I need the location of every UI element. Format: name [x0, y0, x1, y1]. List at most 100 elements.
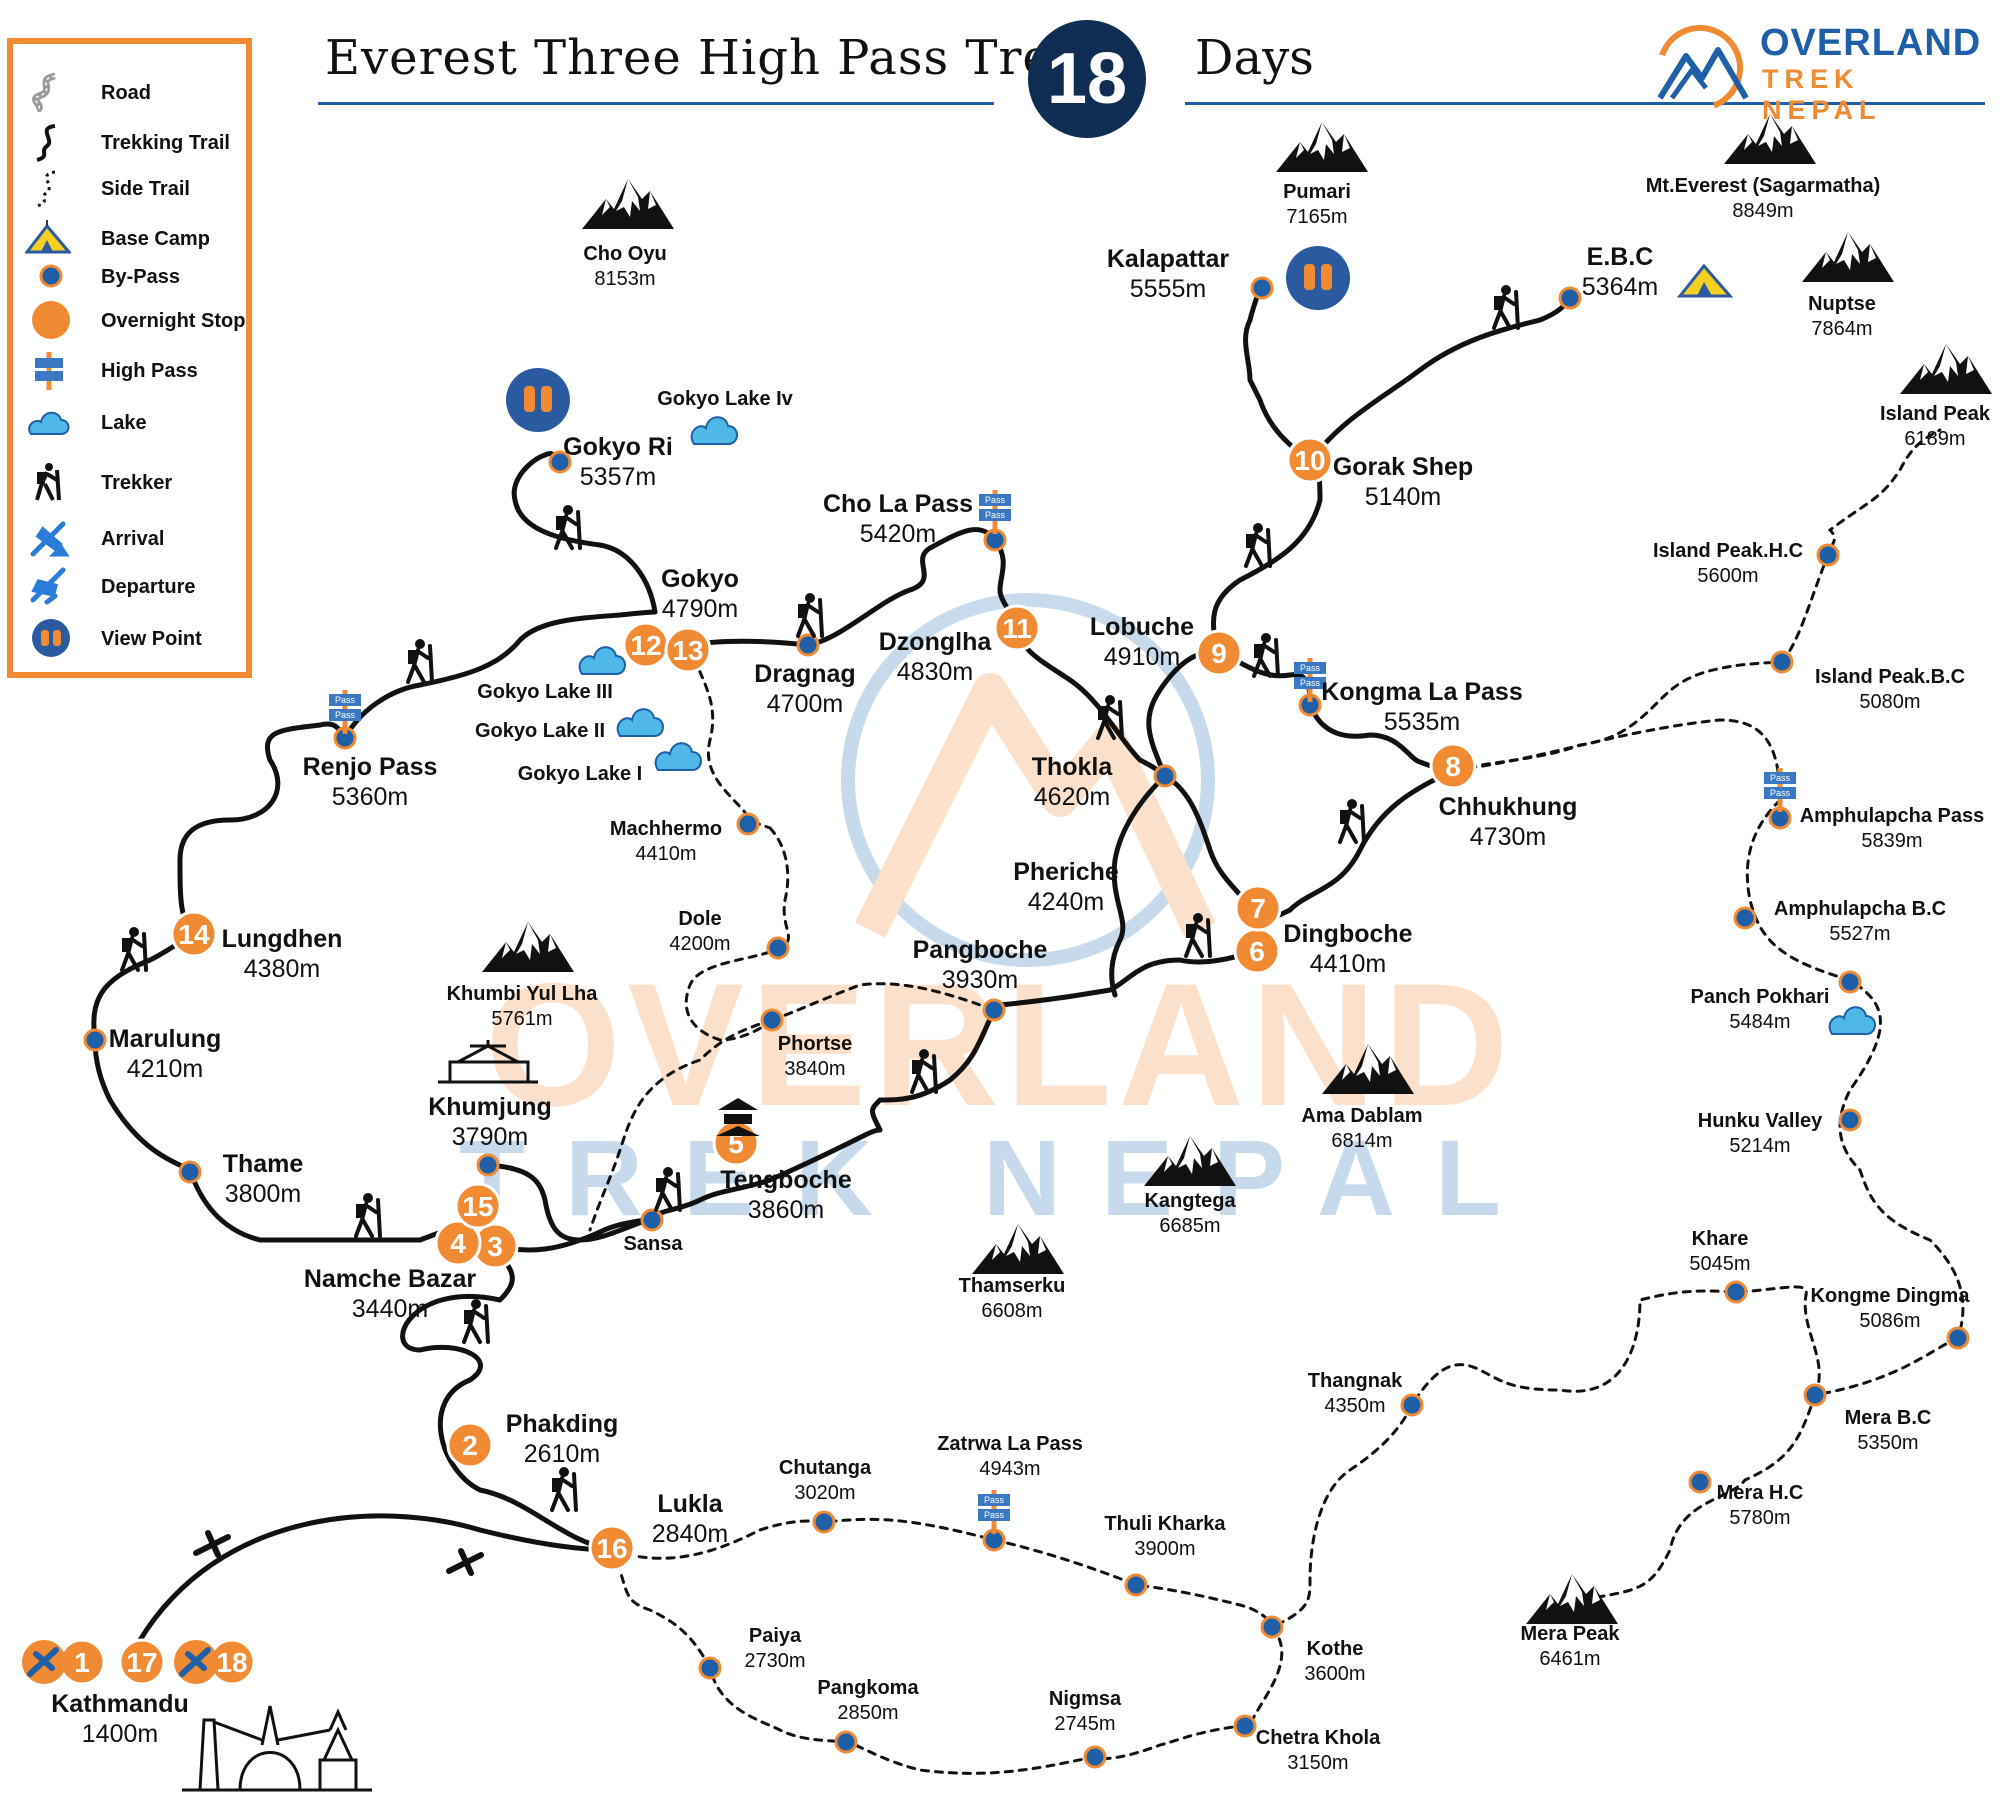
place-altitude: 5357m	[580, 463, 656, 491]
place-name: Thokla	[1032, 753, 1114, 781]
place-altitude: 5080m	[1859, 691, 1920, 713]
trekker-icon	[406, 639, 434, 684]
overnight-stop-day: 3	[487, 1231, 503, 1262]
pass-sign-label: Pass	[1300, 663, 1321, 673]
overnight-stop: 1	[58, 1638, 106, 1686]
legend-label: Trekker	[101, 472, 173, 494]
legend-item: Overnight Stop	[13, 300, 248, 340]
place-name: Namche Bazar	[304, 1265, 477, 1293]
days-underline	[1185, 102, 1985, 105]
place-altitude: 4380m	[244, 955, 320, 983]
departure-plane-icon	[30, 567, 66, 605]
mountain-peak-icon	[582, 179, 674, 229]
by-pass-dot-icon	[640, 1208, 664, 1232]
by-pass-dot-icon	[83, 1028, 107, 1052]
place-name: Gokyo Lake Iv	[657, 388, 793, 410]
place-altitude: 5350m	[1857, 1432, 1918, 1454]
trekker-icon	[1244, 523, 1272, 568]
by-pass-dot-icon	[1250, 276, 1274, 300]
overnight-stop-day: 9	[1211, 638, 1227, 669]
flight-plane-icon	[193, 1530, 231, 1558]
overnight-stop: 12	[622, 621, 670, 669]
place-altitude: 4790m	[662, 595, 738, 623]
place-altitude: 2610m	[524, 1440, 600, 1468]
overnight-stop: 16	[588, 1524, 636, 1572]
place-altitude: 6189m	[1904, 428, 1965, 450]
place-name: Chutanga	[779, 1457, 872, 1479]
place-name: Pangkoma	[817, 1677, 919, 1699]
pass-sign-label: Pass	[984, 1495, 1005, 1505]
legend-item: Base Camp	[13, 218, 248, 258]
labels: Kathmandu1400mLukla2840mPhakding2610mNam…	[51, 175, 1991, 1774]
place-altitude: 4410m	[1310, 950, 1386, 978]
base-camp-tent-icon	[25, 220, 71, 254]
overnight-stop: 14	[170, 910, 218, 958]
departure-plane-icon	[174, 1640, 218, 1684]
place-altitude: 3840m	[784, 1058, 845, 1080]
place-label: Gokyo Lake II	[475, 720, 605, 742]
side-trail-phortse-pangboche	[770, 982, 996, 1022]
place-name: Phortse	[778, 1033, 852, 1055]
legend-label: By-Pass	[101, 266, 180, 288]
flight-route	[137, 1513, 615, 1643]
place-altitude: 4410m	[635, 843, 696, 865]
trekker-icon	[554, 505, 582, 550]
place-altitude: 3600m	[1304, 1663, 1365, 1685]
place-altitude: 5761m	[491, 1008, 552, 1030]
overnight-stop-day: 18	[216, 1647, 247, 1678]
place-name: Lungdhen	[222, 925, 343, 953]
legend: Road Trekking Trail Side Trail Base Camp…	[7, 38, 252, 678]
by-pass-dot-icon	[760, 1008, 784, 1032]
legend-label: Road	[101, 82, 151, 104]
view-point-icon	[1286, 246, 1350, 310]
place-altitude: 8849m	[1732, 200, 1793, 222]
place-altitude: 6608m	[981, 1300, 1042, 1322]
place-altitude: 5600m	[1697, 565, 1758, 587]
by-pass-dot-icon	[982, 998, 1006, 1022]
place-name: Gokyo Lake I	[518, 763, 643, 785]
view-point-icon	[32, 619, 70, 657]
trekker-icon	[1184, 913, 1212, 958]
place-name: Kongma La Pass	[1321, 678, 1522, 706]
by-pass-dot-icon	[698, 1656, 722, 1680]
trail-lobuche-kongmala-chhukhung	[1215, 649, 1458, 773]
pass-sign-label: Pass	[985, 495, 1006, 505]
trail-lobuche-gorakshep	[1211, 459, 1323, 655]
place-altitude: 3860m	[748, 1196, 824, 1224]
place-name: Pumari	[1283, 181, 1351, 203]
place-name: Marulung	[109, 1025, 222, 1053]
trail-thame-marulung	[92, 1037, 193, 1173]
place-altitude: 4240m	[1028, 888, 1104, 916]
by-pass-dot-icon	[1838, 1108, 1862, 1132]
legend-item: Lake	[13, 402, 248, 442]
brand-mountain-icon	[1657, 25, 1749, 111]
place-altitude: 6461m	[1539, 1648, 1600, 1670]
place-altitude: 2730m	[744, 1650, 805, 1672]
place-altitude: 4943m	[979, 1458, 1040, 1480]
place-name: Zatrwa La Pass	[937, 1433, 1083, 1455]
place-label: Gokyo Lake I	[518, 763, 643, 785]
overnight-stop-day: 10	[1294, 445, 1325, 476]
trekker-icon	[1492, 285, 1520, 330]
overnight-stop-day: 15	[462, 1191, 493, 1222]
